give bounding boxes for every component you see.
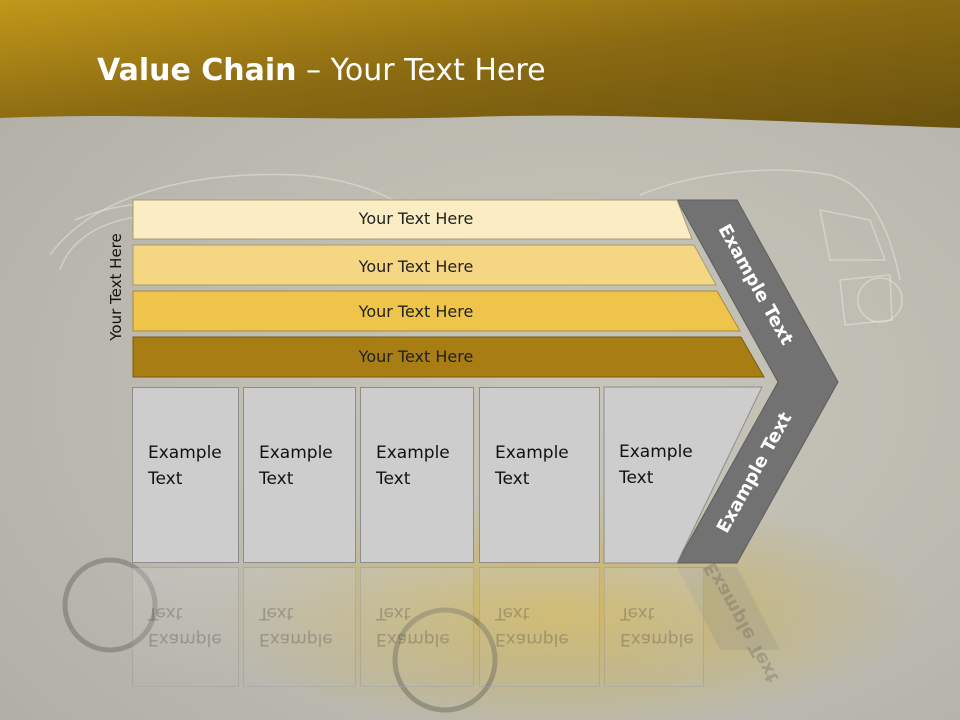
car-wheels	[62, 557, 498, 713]
chevron	[676, 199, 839, 564]
bar-1-label: Your Text Here	[358, 209, 474, 228]
title-bold: Value Chain	[97, 53, 297, 88]
bar-3-shape	[132, 290, 741, 332]
chevron-reflection	[677, 567, 780, 650]
bar-4-label: Your Text Here	[358, 347, 474, 366]
bar-4-shape	[132, 336, 765, 378]
bar-1-shape	[132, 199, 693, 240]
chevron-shape	[676, 199, 839, 564]
header-band	[0, 0, 960, 128]
slide-title: Value Chain – Your Text Here	[97, 53, 546, 88]
bar-3-label: Your Text Here	[358, 302, 474, 321]
activity-box-5-shape	[603, 386, 763, 564]
bar-2-shape	[132, 244, 717, 286]
car-sketch	[49, 169, 903, 326]
title-rest: – Your Text Here	[296, 53, 546, 88]
bar-2-label: Your Text Here	[358, 257, 474, 276]
